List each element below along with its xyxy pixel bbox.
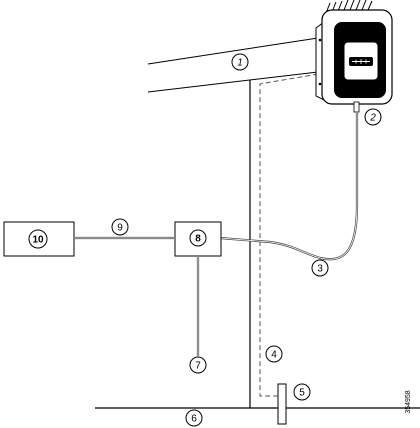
callout-10-label: 10: [32, 235, 44, 246]
callout-1-label: 1: [237, 58, 243, 69]
callout-2-label: 2: [369, 113, 376, 124]
callout-5-label: 5: [299, 388, 305, 399]
callout-1: 1: [231, 53, 249, 71]
access-point-device: [315, 0, 393, 113]
callout-6: 6: [185, 409, 203, 427]
callout-7: 7: [189, 356, 207, 374]
callout-8: 8: [189, 229, 207, 247]
callout-4-label: 4: [271, 350, 277, 361]
ground-wire-dashed: [259, 73, 319, 397]
cable-ap-to-injector: [219, 112, 359, 261]
callout-8-label: 8: [195, 234, 201, 245]
callout-9: 9: [111, 218, 129, 236]
callout-7-label: 7: [195, 361, 201, 372]
callout-2: 2: [364, 108, 382, 126]
overhead-beam: [147, 37, 319, 93]
callout-10: 10: [28, 229, 48, 249]
figure-id: 354958: [405, 390, 412, 413]
callout-6-label: 6: [191, 414, 197, 425]
ground-rod: [277, 383, 287, 425]
callout-4: 4: [265, 345, 283, 363]
callout-3: 3: [311, 259, 329, 277]
callout-9-label: 9: [117, 223, 123, 234]
callout-3-label: 3: [317, 264, 323, 275]
callout-5: 5: [293, 383, 311, 401]
brand-logo: [349, 57, 373, 66]
